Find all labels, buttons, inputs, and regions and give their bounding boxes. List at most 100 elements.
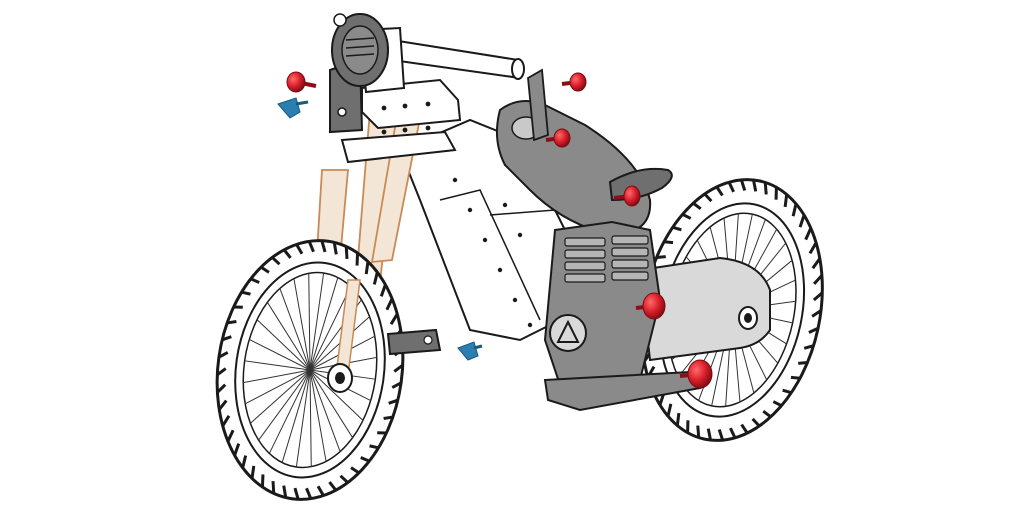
tread-mark xyxy=(681,212,692,220)
tread-mark xyxy=(763,182,768,195)
spoke xyxy=(256,319,311,371)
tread-mark xyxy=(305,487,313,500)
tread-mark xyxy=(752,179,758,192)
rear-side-panel xyxy=(638,256,771,362)
tread-mark xyxy=(791,203,798,217)
frame-hole xyxy=(497,267,503,273)
tread-mark xyxy=(798,214,806,228)
tread-mark xyxy=(221,415,231,427)
tread-mark xyxy=(226,320,237,325)
tread-mark xyxy=(706,428,712,441)
tread-mark xyxy=(216,383,227,394)
tread-mark xyxy=(295,243,304,255)
tread-mark xyxy=(727,181,735,193)
frame-hole xyxy=(452,177,458,183)
tread-mark xyxy=(282,485,288,498)
tread-mark xyxy=(293,487,300,500)
spoke xyxy=(309,272,325,371)
tread-mark xyxy=(385,298,394,311)
tread-mark xyxy=(666,403,673,417)
spoke xyxy=(309,277,339,371)
spoke xyxy=(309,286,352,371)
frame-hole xyxy=(512,297,518,303)
tread-mark xyxy=(812,291,824,302)
tread-mark xyxy=(391,381,402,389)
bolt-icon xyxy=(613,185,641,207)
tread-mark xyxy=(339,474,349,484)
tread-mark xyxy=(364,261,370,275)
tread-mark xyxy=(350,466,360,475)
tread-mark xyxy=(271,256,281,266)
spoke xyxy=(244,369,311,405)
bolt-icon xyxy=(635,292,666,320)
tread-mark xyxy=(360,456,370,463)
spoke xyxy=(309,369,312,467)
tread-mark xyxy=(675,412,681,426)
tread-mark xyxy=(250,465,256,479)
bolt-icon xyxy=(679,359,713,389)
tread-mark xyxy=(762,409,772,419)
head-clamps xyxy=(340,78,462,164)
spoke xyxy=(308,273,311,371)
tread-mark xyxy=(216,367,227,377)
tread-mark xyxy=(812,274,823,285)
tread-mark xyxy=(241,290,251,296)
tread-mark xyxy=(316,485,325,497)
tread-mark xyxy=(379,284,387,297)
spoke xyxy=(309,369,341,452)
spoke xyxy=(293,278,311,371)
tread-mark xyxy=(803,344,814,350)
tread-mark xyxy=(233,443,241,456)
tread-mark xyxy=(383,415,394,420)
spoke xyxy=(309,369,354,438)
tread-mark xyxy=(218,399,228,411)
tread-mark xyxy=(811,309,822,318)
peg-icon xyxy=(457,341,483,361)
tread-mark xyxy=(798,360,808,365)
headlight-plate xyxy=(329,13,389,134)
bolts xyxy=(286,71,713,389)
tread-mark xyxy=(751,417,761,428)
spoke xyxy=(279,288,311,371)
bolt-icon xyxy=(561,72,587,92)
tread-mark xyxy=(332,242,338,255)
tread-mark xyxy=(783,194,789,208)
frame-hole xyxy=(502,202,508,208)
tread-mark xyxy=(260,474,265,488)
tread-mark xyxy=(389,313,399,325)
spoke xyxy=(295,369,311,468)
tread-mark xyxy=(808,241,818,255)
tread-mark xyxy=(811,257,822,270)
front-fork-lower xyxy=(327,279,361,393)
spoke xyxy=(268,369,311,454)
spoke xyxy=(243,369,311,384)
front-wheel xyxy=(215,239,405,501)
tread-mark xyxy=(739,179,747,191)
spoke xyxy=(244,360,311,371)
tread-mark xyxy=(218,351,229,359)
tread-mark xyxy=(344,246,349,260)
tread-mark xyxy=(355,252,360,266)
spoke xyxy=(309,369,327,462)
tread-mark xyxy=(715,186,724,197)
tread-mark xyxy=(808,326,819,334)
tread-mark xyxy=(369,444,379,450)
frame-hole xyxy=(527,322,533,328)
footrest xyxy=(386,328,442,356)
spoke xyxy=(249,339,311,371)
tread-mark xyxy=(782,388,792,395)
tread-mark xyxy=(226,429,235,442)
tread-mark xyxy=(307,240,315,253)
tread-mark xyxy=(663,240,674,245)
tread-mark xyxy=(656,255,666,260)
spoke xyxy=(250,369,311,424)
frame-hole xyxy=(467,207,473,213)
tread-mark xyxy=(320,240,327,253)
tread-mark xyxy=(260,265,270,274)
tread-mark xyxy=(672,225,682,232)
tread-mark xyxy=(772,400,783,408)
tread-mark xyxy=(696,425,701,438)
frame-hole xyxy=(517,232,523,238)
tread-mark xyxy=(271,480,276,494)
